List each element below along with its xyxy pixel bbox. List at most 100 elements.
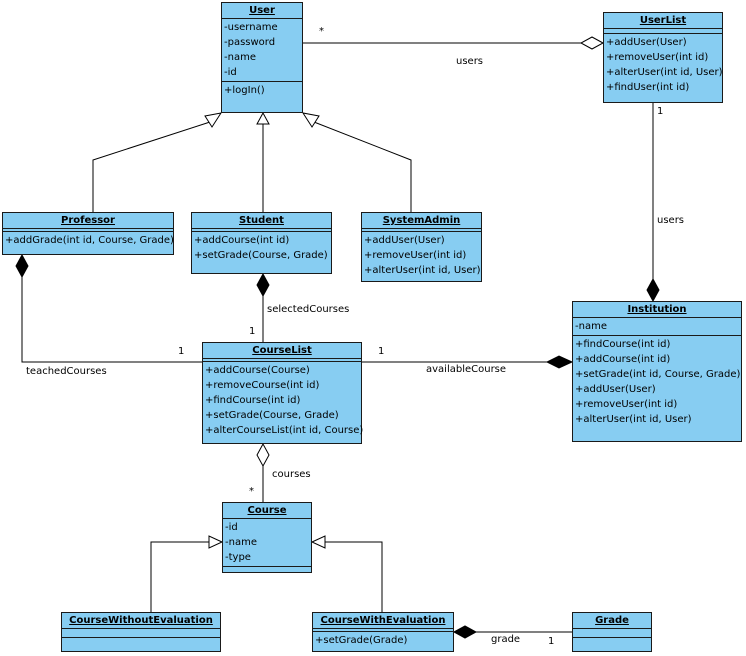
- class-coursewithoutevaluation: CourseWithoutEvaluation: [61, 612, 221, 652]
- multiplicity-selected-one: 1: [249, 326, 256, 337]
- class-name: CourseWithoutEvaluation: [62, 613, 220, 629]
- multiplicity-userlist-one: 1: [657, 106, 664, 117]
- edge-professor-courselist: [21, 277, 202, 363]
- attribute: -name: [575, 321, 607, 332]
- composition-diamond-institution: [646, 277, 660, 303]
- class-name: Course: [223, 503, 311, 519]
- attribute: -name: [225, 537, 257, 548]
- methods-section: +addCourse(Course) +removeCourse(int id)…: [203, 361, 364, 439]
- methods-section: [573, 637, 651, 638]
- edge-coursewithout-course: [150, 541, 211, 612]
- class-student: Student +addCourse(int id) +setGrade(Cou…: [191, 212, 332, 274]
- attributes-section: [573, 629, 651, 637]
- attributes-section: -name: [573, 318, 741, 335]
- aggregation-diamond-courselist: [256, 442, 270, 468]
- class-name: Student: [192, 213, 331, 229]
- method: +alterUser(int id, User): [606, 67, 723, 78]
- methods-section: +setGrade(Grade): [313, 631, 453, 649]
- composition-diamond-institution-courselist: [545, 355, 574, 369]
- composition-diamond-professor: [15, 253, 29, 279]
- generalization-arrow-systemadmin: [301, 112, 320, 128]
- generalization-arrow-coursewithout: [208, 535, 224, 549]
- attributes-section: -username -password -name -id: [222, 19, 302, 81]
- attribute: -password: [224, 37, 276, 48]
- class-grade: Grade: [572, 612, 652, 652]
- class-user: User -username -password -name -id +logI…: [221, 2, 303, 113]
- method: +alterUser(int id, User): [575, 414, 692, 425]
- multiplicity-courses-star: *: [249, 486, 254, 497]
- class-courselist: CourseList +addCourse(Course) +removeCou…: [202, 342, 364, 444]
- method: +addCourse(int id): [575, 354, 671, 365]
- method: +alterUser(int id, User): [364, 265, 481, 276]
- class-name: Grade: [573, 613, 651, 629]
- methods-section: +findCourse(int id) +addCourse(int id) +…: [573, 335, 741, 428]
- label-grade: grade: [491, 634, 521, 645]
- label-available-course: availableCourse: [426, 364, 507, 375]
- method: +findCourse(int id): [575, 339, 671, 350]
- multiplicity-user-star: *: [319, 26, 324, 37]
- class-name: Institution: [573, 302, 741, 318]
- aggregation-diamond-userlist: [579, 36, 605, 50]
- class-name: Professor: [3, 213, 173, 229]
- label-selected-courses: selectedCourses: [267, 304, 350, 315]
- methods-section: +addUser(User) +removeUser(int id) +alte…: [604, 33, 723, 96]
- method: +addUser(User): [606, 37, 687, 48]
- method: +setGrade(int id, Course, Grade): [575, 369, 741, 380]
- method: +findCourse(int id): [205, 395, 301, 406]
- composition-diamond-coursewith: [452, 625, 478, 639]
- attribute: -username: [224, 22, 278, 33]
- composition-diamond-student: [256, 272, 270, 298]
- label-teached-courses: teachedCourses: [26, 366, 107, 377]
- method: +removeUser(int id): [606, 52, 709, 63]
- class-name: SystemAdmin: [362, 213, 481, 229]
- attribute: -name: [224, 52, 256, 63]
- multiplicity-teached-one: 1: [178, 346, 185, 357]
- method: +removeCourse(int id): [205, 380, 320, 391]
- method: +addCourse(Course): [205, 365, 310, 376]
- class-systemadmin: SystemAdmin +addUser(User) +removeUser(i…: [361, 212, 482, 282]
- edge-systemadmin-user: [313, 121, 412, 212]
- method: +findUser(int id): [606, 82, 690, 93]
- label-users-top: users: [456, 56, 484, 67]
- multiplicity-grade-one: 1: [548, 636, 555, 647]
- class-professor: Professor +addGrade(int id, Course, Grad…: [2, 212, 174, 255]
- multiplicity-available-one: 1: [378, 346, 385, 357]
- methods-section: [62, 637, 220, 638]
- method: +addUser(User): [575, 384, 656, 395]
- methods-section: [223, 566, 311, 569]
- generalization-arrow-professor: [204, 112, 223, 128]
- class-name: CourseWithEvaluation: [313, 613, 453, 629]
- class-userlist: UserList +addUser(User) +removeUser(int …: [603, 12, 723, 103]
- methods-section: +addUser(User) +removeUser(int id) +alte…: [362, 231, 481, 279]
- label-courses: courses: [272, 469, 311, 480]
- method: +alterCourseList(int id, Course): [205, 425, 364, 436]
- generalization-arrow-student: [256, 111, 270, 125]
- class-name: UserList: [604, 13, 722, 29]
- method: +addUser(User): [364, 235, 445, 246]
- method: +addCourse(int id): [194, 235, 290, 246]
- class-coursewithevaluation: CourseWithEvaluation +setGrade(Grade): [312, 612, 454, 652]
- methods-section: +addGrade(int id, Course, Grade): [3, 231, 174, 249]
- attribute: -id: [225, 522, 238, 533]
- method: +addGrade(int id, Course, Grade): [5, 235, 174, 246]
- class-name: User: [222, 3, 302, 19]
- method: +setGrade(Course, Grade): [205, 410, 339, 421]
- attributes-section: -id -name -type: [223, 519, 311, 566]
- method: +setGrade(Course, Grade): [194, 250, 328, 261]
- generalization-arrow-coursewith: [310, 535, 326, 549]
- method: +removeUser(int id): [364, 250, 467, 261]
- edge-coursewith-course: [324, 541, 383, 612]
- label-users-side: users: [657, 215, 685, 226]
- class-institution: Institution -name +findCourse(int id) +a…: [572, 301, 742, 442]
- class-course: Course -id -name -type: [222, 502, 312, 573]
- method: +setGrade(Grade): [315, 635, 408, 646]
- attribute: -type: [225, 552, 251, 563]
- class-name: CourseList: [203, 343, 361, 359]
- method: +removeUser(int id): [575, 399, 678, 410]
- edge-professor-user: [92, 121, 211, 212]
- method: +logIn(): [224, 85, 265, 96]
- methods-section: +logIn(): [222, 81, 302, 99]
- attributes-section: [62, 629, 220, 637]
